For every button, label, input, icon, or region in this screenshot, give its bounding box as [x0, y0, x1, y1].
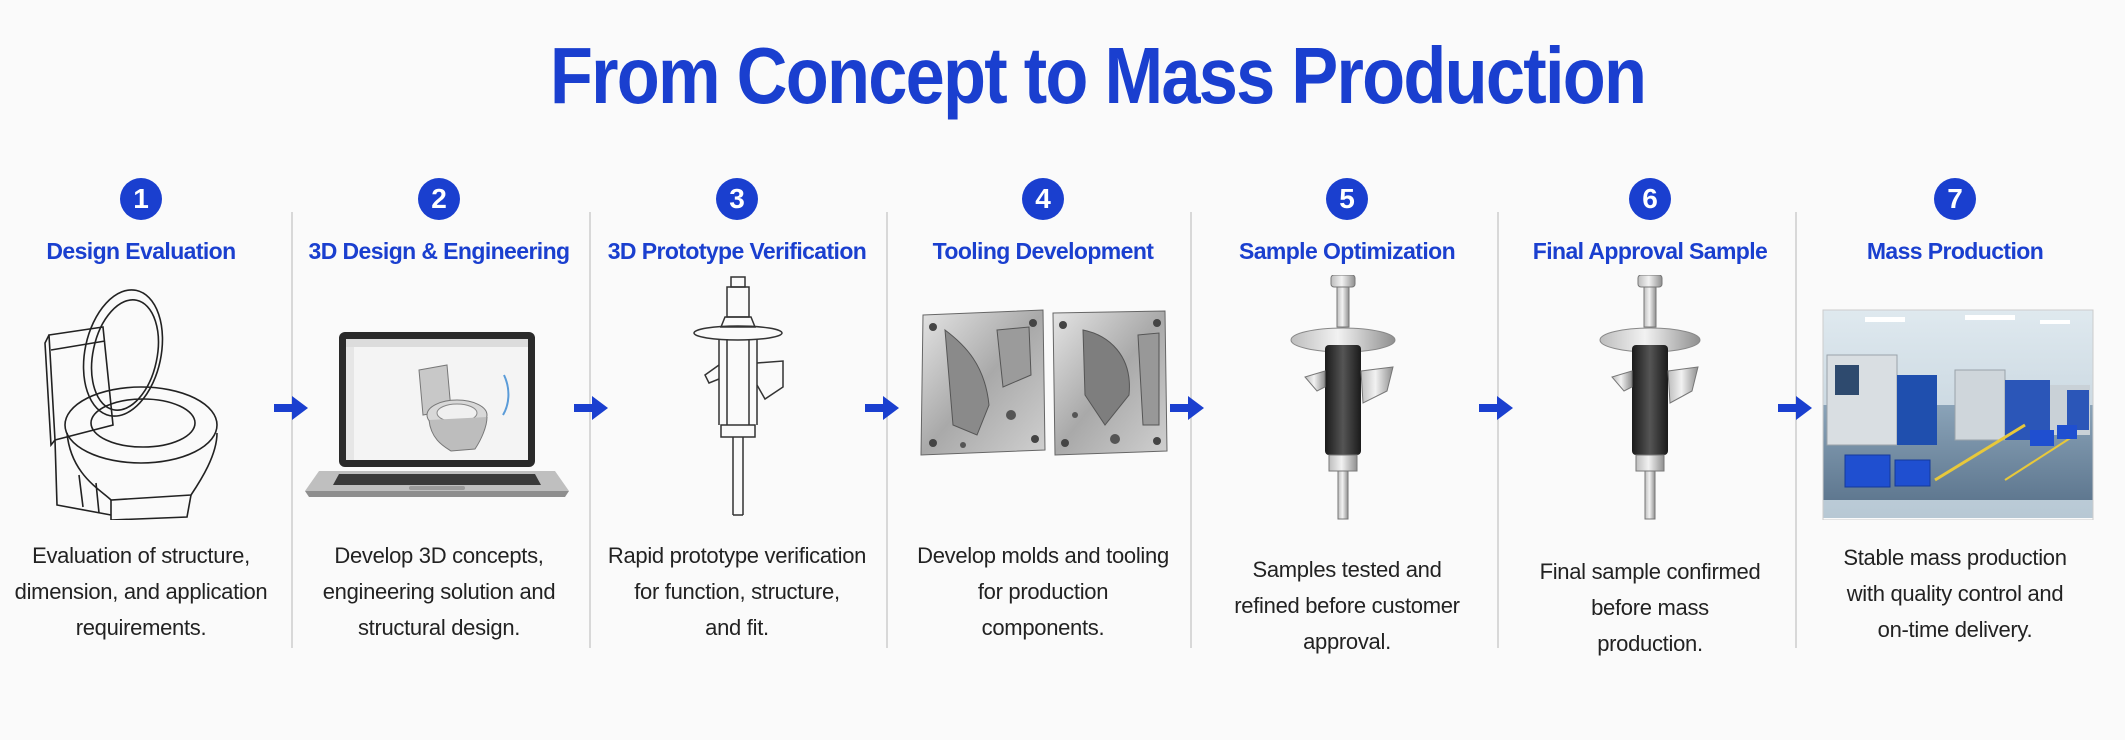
divider	[1795, 212, 1797, 648]
divider	[1497, 212, 1499, 648]
sample-part-icon	[1290, 275, 1396, 520]
step-number-badge: 4	[1022, 178, 1064, 220]
step-description: Develop molds and tooling for production…	[917, 543, 1169, 640]
step-description: Samples tested and refined before custom…	[1234, 557, 1460, 654]
toilet-sketch-icon	[44, 289, 218, 520]
step-number-badge: 2	[418, 178, 460, 220]
step-3: 3 3D Prototype Verification Rapid protot…	[587, 170, 887, 690]
divider	[1190, 212, 1192, 648]
step-title: Final Approval Sample	[1532, 238, 1768, 264]
step-number-badge: 6	[1629, 178, 1671, 220]
divider	[886, 212, 888, 648]
factory-photo-icon	[1822, 309, 2094, 520]
divider	[291, 212, 293, 648]
final-sample-icon	[1599, 275, 1701, 520]
step-title: 3D Prototype Verification	[607, 238, 867, 264]
step-number-badge: 7	[1934, 178, 1976, 220]
divider	[589, 212, 591, 648]
step-description: Develop 3D concepts, engineering solutio…	[322, 543, 556, 640]
arrow-right-icon	[574, 396, 608, 420]
mold-icon	[920, 309, 1168, 456]
laptop-cad-icon	[305, 332, 569, 497]
step-1: 1 Design Evaluation Evaluation of struct…	[0, 170, 291, 690]
step-title: 3D Design & Engineering	[308, 238, 571, 264]
arrow-right-icon	[865, 396, 899, 420]
step-description: Stable mass production with quality cont…	[1843, 545, 2067, 642]
arrow-right-icon	[274, 396, 308, 420]
step-2: 2 3D Design & Engineering Develop 3D con…	[289, 170, 589, 690]
step-description: Evaluation of structure, dimension, and …	[14, 543, 268, 640]
step-5: 5 Sample Optimization Samples tested and…	[1197, 170, 1497, 690]
page-title: From Concept to Mass Production	[549, 31, 1647, 120]
step-number-badge: 3	[716, 178, 758, 220]
step-6: 6 Final Approval Sample Final sample con…	[1500, 170, 1800, 690]
step-title: Design Evaluation	[46, 238, 236, 264]
step-description: Rapid prototype verification for functio…	[607, 543, 867, 640]
step-4: 4 Tooling Development Develop molds and …	[893, 170, 1193, 690]
arrow-right-icon	[1479, 396, 1513, 420]
prototype-sketch-icon	[693, 276, 784, 516]
arrow-right-icon	[1778, 396, 1812, 420]
step-number-badge: 5	[1326, 178, 1368, 220]
step-title: Sample Optimization	[1238, 238, 1456, 264]
step-title: Mass Production	[1866, 238, 2044, 264]
step-7: 7 Mass Production	[1805, 170, 2105, 690]
step-number-badge: 1	[120, 178, 162, 220]
step-title: Tooling Development	[932, 238, 1154, 264]
step-description: Final sample confirmed before mass produ…	[1539, 559, 1761, 656]
arrow-right-icon	[1170, 396, 1204, 420]
